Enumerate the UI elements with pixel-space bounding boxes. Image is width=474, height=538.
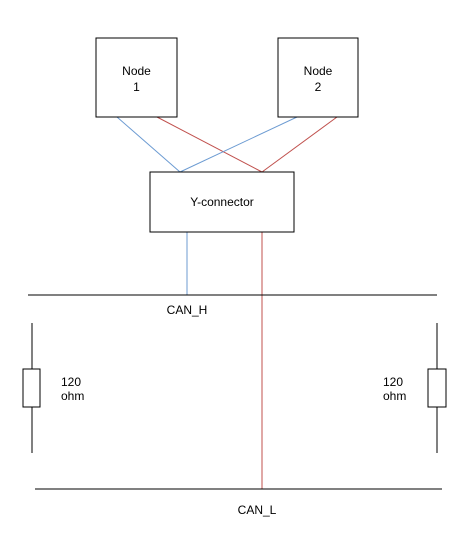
left-resistor-unit: ohm (61, 389, 84, 403)
node-2: Node 2 (277, 37, 359, 118)
node-1-box (95, 37, 178, 118)
node-2-label-line1: Node (304, 64, 333, 78)
can-low-label: CAN_L (238, 503, 277, 517)
left-terminator-resistor: 120 ohm (22, 323, 84, 453)
node-1-label-line1: Node (122, 64, 151, 78)
right-resistor-unit: ohm (383, 389, 406, 403)
left-resistor-value: 120 (61, 375, 81, 389)
y-connector-box (149, 171, 295, 233)
node1-can-high-wire (116, 116, 181, 173)
node-2-label-line2: 2 (315, 80, 322, 94)
y-connector-label: Y-connector (190, 195, 254, 209)
can-high-label: CAN_H (167, 303, 208, 317)
right-resistor-value: 120 (383, 375, 403, 389)
right-resistor-body (427, 368, 447, 408)
node2-can-high-wire (179, 116, 298, 173)
y-connector: Y-connector (149, 171, 295, 233)
node1-can-low-wire (156, 116, 263, 173)
node-1-label-line2: 1 (133, 80, 140, 94)
node-1: Node 1 (95, 37, 178, 118)
right-terminator-resistor: 120 ohm (383, 323, 447, 453)
node2-can-low-wire (261, 116, 338, 173)
left-resistor-body (22, 368, 41, 408)
node-2-box (277, 37, 359, 118)
